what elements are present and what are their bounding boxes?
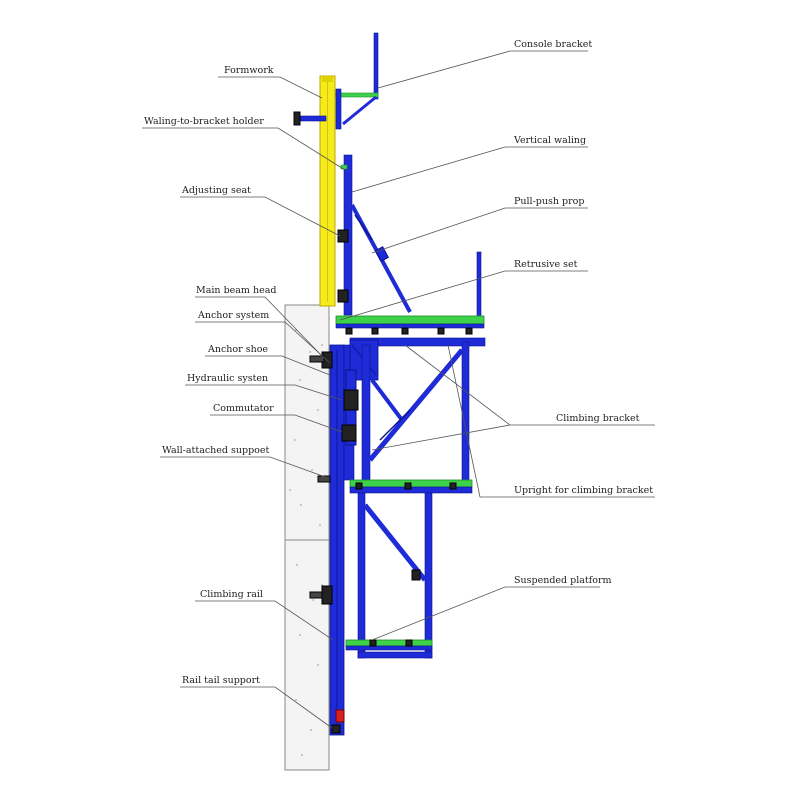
label-climbing-bracket: Climbing bracket: [556, 413, 640, 424]
retrusive-set: [335, 251, 486, 347]
label-upright-for-climbing-bracket: Upright for climbing bracket: [514, 485, 653, 496]
label-console-bracket: Console bracket: [514, 39, 592, 50]
concrete-wall: [284, 304, 330, 771]
label-formwork: Formwork: [224, 65, 274, 76]
left-labels: Formwork Waling-to-bracket holder Adjust…: [144, 65, 276, 686]
label-rail-tail-support: Rail tail support: [182, 675, 260, 686]
formwork-panel: [319, 75, 336, 307]
label-hydraulic-system: Hydraulic systen: [187, 373, 268, 384]
label-commutator: Commutator: [213, 403, 274, 414]
label-main-beam-head: Main beam head: [196, 285, 276, 296]
leader-lines: [142, 50, 655, 729]
label-pull-push-prop: Pull-push prop: [514, 196, 584, 207]
suspended-platform: [345, 492, 433, 659]
climbing-bracket-upright: [349, 341, 473, 494]
label-adjusting-seat: Adjusting seat: [181, 185, 251, 196]
console-bracket: [293, 32, 379, 130]
vertical-waling: [337, 154, 353, 316]
anchor-shoe: [309, 475, 333, 605]
label-waling-to-bracket-holder: Waling-to-bracket holder: [144, 116, 264, 127]
label-anchor-shoe: Anchor shoe: [207, 344, 268, 355]
label-climbing-rail: Climbing rail: [200, 589, 263, 600]
label-anchor-system: Anchor system: [197, 310, 269, 321]
label-wall-attached-support: Wall-attached suppoet: [162, 445, 270, 456]
label-retrusive-set: Retrusive set: [514, 259, 578, 270]
label-vertical-waling: Vertical waling: [513, 135, 586, 146]
pull-push-prop: [350, 204, 412, 313]
label-suspended-platform: Suspended platform: [514, 575, 612, 586]
right-labels: Console bracket Vertical waling Pull-pus…: [513, 39, 653, 586]
hydraulic-system: [341, 369, 359, 446]
